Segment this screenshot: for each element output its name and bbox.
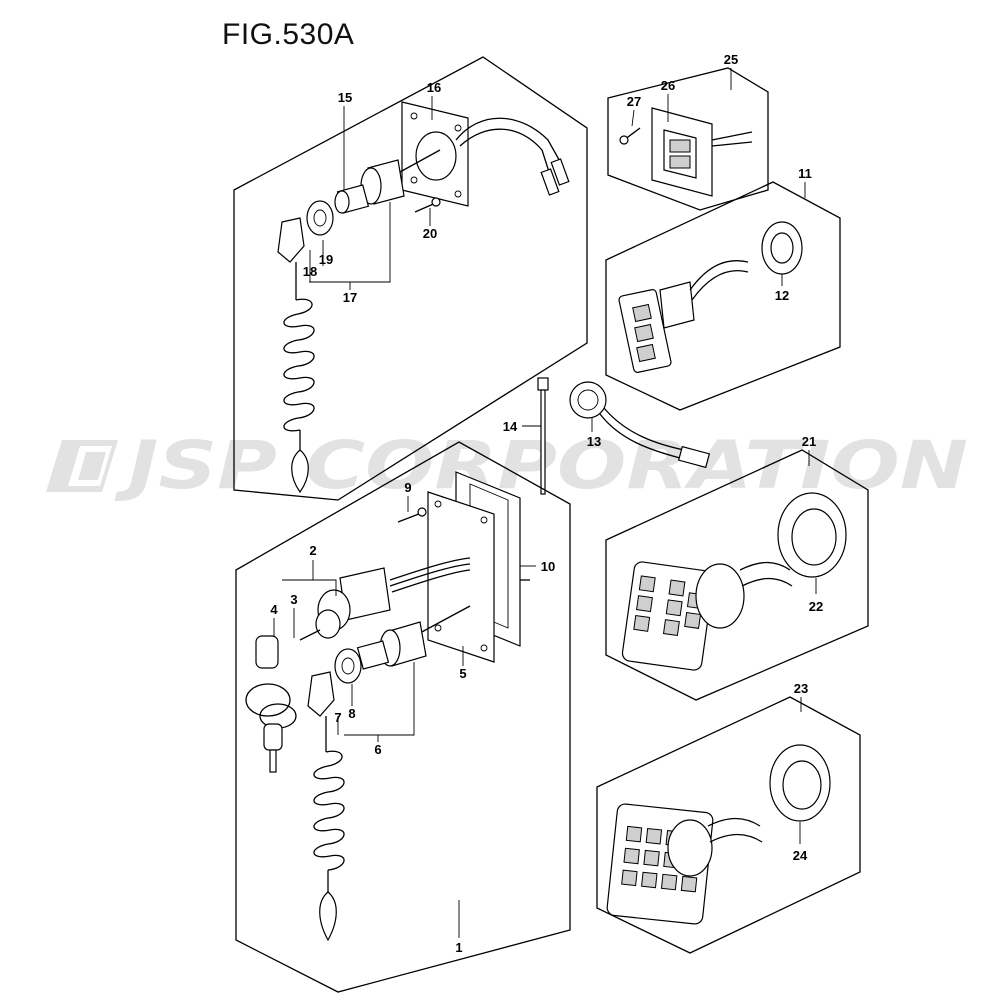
callout-14: 14 — [503, 419, 518, 434]
callout-8: 8 — [348, 706, 355, 721]
switch-panel-assembly-11 — [618, 182, 806, 373]
callout-19: 19 — [319, 252, 333, 267]
callout-4: 4 — [270, 602, 278, 617]
callout-21: 21 — [802, 434, 816, 449]
assembly-frame-25 — [607, 67, 769, 211]
assembly-frame-1 — [235, 441, 571, 993]
figure-title: FIG.530A — [222, 18, 355, 51]
callout-2: 2 — [309, 543, 316, 558]
assembly-frame-21 — [605, 449, 869, 701]
kill-switch-assembly-15 — [277, 96, 570, 494]
coiled-lanyard — [313, 750, 345, 871]
wire-harness — [455, 117, 563, 166]
callout-9: 9 — [404, 480, 411, 495]
callout-17: 17 — [343, 290, 357, 305]
callout-27: 27 — [627, 94, 641, 109]
callout-10: 10 — [541, 559, 555, 574]
callout-20: 20 — [423, 226, 437, 241]
switch-panel-assembly-23 — [606, 697, 831, 925]
lock-nut — [334, 648, 362, 684]
callout-1: 1 — [455, 940, 462, 955]
callout-24: 24 — [793, 848, 808, 863]
callout-7: 7 — [334, 710, 341, 725]
callout-3: 3 — [290, 592, 297, 607]
lanyard-hook — [319, 891, 337, 942]
callout-13: 13 — [587, 434, 601, 449]
watermark-logo — [46, 440, 118, 492]
coiled-lanyard — [283, 298, 315, 432]
rocker-switch-assembly-25 — [619, 68, 753, 197]
cable-tie-14 — [522, 377, 549, 495]
callout-22: 22 — [809, 599, 823, 614]
assembly-frame-23 — [596, 696, 861, 954]
callout-labels: 1 2 3 4 5 6 7 8 9 10 11 12 13 14 15 16 1… — [270, 52, 823, 955]
callout-6: 6 — [374, 742, 381, 757]
callout-25: 25 — [724, 52, 738, 67]
assembly-frame-15 — [233, 56, 588, 501]
lanyard-hook — [291, 449, 309, 494]
callout-26: 26 — [661, 78, 675, 93]
cap-harness-13 — [569, 381, 711, 469]
switch-panel-assembly-21 — [621, 450, 847, 671]
callout-23: 23 — [794, 681, 808, 696]
ignition-switch-assembly-1 — [245, 471, 536, 942]
lanyard-clip — [277, 217, 305, 263]
callout-11: 11 — [798, 166, 812, 181]
callout-5: 5 — [459, 666, 466, 681]
assembly-frame-11 — [605, 181, 841, 411]
callout-12: 12 — [775, 288, 789, 303]
callout-16: 16 — [427, 80, 441, 95]
lanyard-clip — [307, 671, 335, 717]
key — [255, 635, 279, 669]
callout-18: 18 — [303, 264, 317, 279]
lock-nut — [306, 200, 334, 236]
callout-15: 15 — [338, 90, 352, 105]
